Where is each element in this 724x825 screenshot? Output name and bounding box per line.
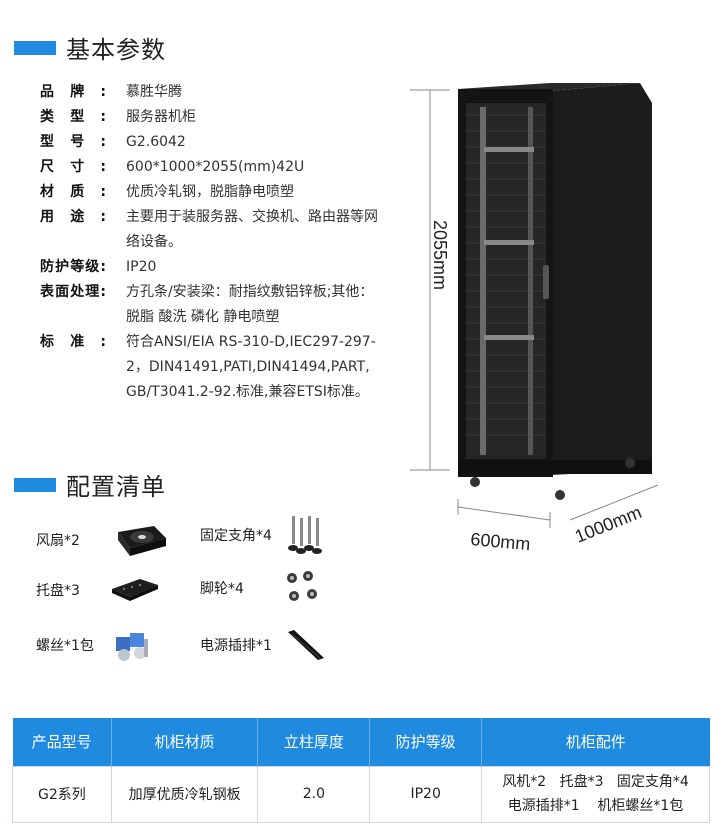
spec-label: 品牌: — [40, 84, 106, 100]
config-item-label: 固定支角*4 — [200, 528, 272, 544]
section-bar — [14, 477, 56, 492]
cell-thickness: 2.0 — [257, 765, 371, 823]
spec-table: 产品型号 机柜材质 立柱厚度 防护等级 机柜配件 G2系列 加厚优质冷轧钢板 2… — [12, 718, 710, 823]
config-item-screws: 螺丝*1包 — [36, 625, 156, 665]
spec-value: 优质冷轧钢，脱脂静电喷塑 — [126, 184, 294, 200]
spec-row-type: 类型: 服务器机柜 — [40, 105, 380, 130]
accessories-line: 电源插排*1 机柜螺丝*1包 — [507, 798, 684, 814]
table-header: 防护等级 — [369, 718, 483, 766]
accessories-line: 风机*2 托盘*3 固定支角*4 — [502, 774, 689, 790]
power-strip-icon — [288, 630, 324, 660]
spec-value: G2.6042 — [126, 134, 186, 150]
config-item-label: 螺丝*1包 — [36, 638, 94, 654]
section-header-basic: 基本参数 — [14, 30, 166, 65]
tray-icon — [112, 579, 158, 601]
config-item-label: 脚轮*4 — [200, 581, 244, 597]
cell-protection: IP20 — [369, 765, 483, 823]
spec-label: 防护等级: — [40, 259, 106, 275]
section-header-config: 配置清单 — [14, 467, 166, 502]
section-title-basic: 基本参数 — [66, 36, 166, 64]
config-item-casters: 脚轮*4 — [200, 570, 324, 606]
spec-value: 符合ANSI/EIA RS-310-D,IEC297-297-2，DIN4149… — [126, 334, 376, 400]
config-item-power-strip: 电源插排*1 — [200, 628, 326, 662]
config-item-label: 托盘*3 — [36, 583, 80, 599]
caster-icon — [287, 571, 317, 601]
screw-pack-icon — [116, 633, 148, 661]
cell-material: 加厚优质冷轧钢板 — [110, 765, 259, 823]
spec-value: 方孔条/安装梁：耐指纹敷铝锌板;其他：脱脂 酸洗 磷化 静电喷塑 — [126, 284, 374, 325]
table-header: 机柜配件 — [481, 718, 710, 766]
table-header: 立柱厚度 — [257, 718, 371, 766]
spec-row-protection: 防护等级: IP20 — [40, 255, 380, 280]
config-item-label: 电源插排*1 — [200, 638, 272, 654]
spec-label: 尺寸: — [40, 159, 106, 175]
dimension-height-label: 2055mm — [430, 220, 450, 290]
spec-value: 600*1000*2055(mm)42U — [126, 159, 305, 175]
spec-label: 表面处理: — [40, 284, 106, 300]
spec-label: 用途: — [40, 209, 106, 225]
section-title-config: 配置清单 — [66, 473, 166, 501]
spec-label: 标准: — [40, 334, 106, 350]
table-row: G2系列 加厚优质冷轧钢板 2.0 IP20 风机*2 托盘*3 固定支角*4 … — [12, 765, 710, 823]
spec-label: 型号: — [40, 134, 106, 150]
config-item-feet: 固定支角*4 — [200, 514, 322, 556]
spec-row-brand: 品牌: 慕胜华腾 — [40, 80, 380, 105]
leveling-feet-icon — [288, 516, 322, 554]
section-bar — [14, 40, 56, 55]
config-item-label: 风扇*2 — [36, 533, 80, 549]
dimension-depth-label: 1000mm — [572, 502, 644, 547]
spec-row-material: 材质: 优质冷轧钢，脱脂静电喷塑 — [40, 180, 380, 205]
table-header: 产品型号 — [12, 718, 112, 766]
spec-label: 类型: — [40, 109, 106, 125]
spec-value: 慕胜华腾 — [126, 84, 182, 100]
spec-row-usage: 用途: 主要用于装服务器、交换机、路由器等网络设备。 — [40, 205, 380, 255]
fan-icon — [118, 526, 166, 556]
spec-label: 材质: — [40, 184, 106, 200]
cabinet-svg: 2055mm — [410, 83, 659, 554]
spec-row-model: 型号: G2.6042 — [40, 130, 380, 155]
dimension-width-label: 600mm — [470, 529, 532, 554]
config-item-tray: 托盘*3 — [36, 575, 160, 605]
spec-value: 主要用于装服务器、交换机、路由器等网络设备。 — [126, 209, 378, 250]
cabinet-illustration: 2055mm — [400, 75, 720, 560]
cell-model: G2系列 — [12, 765, 112, 823]
config-item-fan: 风扇*2 — [36, 522, 168, 558]
cell-accessories: 风机*2 托盘*3 固定支角*4 电源插排*1 机柜螺丝*1包 — [481, 765, 710, 823]
spec-row-size: 尺寸: 600*1000*2055(mm)42U — [40, 155, 380, 180]
spec-value: 服务器机柜 — [126, 109, 196, 125]
spec-row-standard: 标准: 符合ANSI/EIA RS-310-D,IEC297-297-2，DIN… — [40, 330, 380, 405]
spec-row-surface: 表面处理: 方孔条/安装梁：耐指纹敷铝锌板;其他：脱脂 酸洗 磷化 静电喷塑 — [40, 280, 380, 330]
spec-list: 品牌: 慕胜华腾 类型: 服务器机柜 型号: G2.6042 尺寸: 600*1… — [40, 80, 380, 405]
table-header-row: 产品型号 机柜材质 立柱厚度 防护等级 机柜配件 — [12, 718, 710, 766]
spec-value: IP20 — [126, 259, 157, 275]
table-header: 机柜材质 — [111, 718, 259, 766]
